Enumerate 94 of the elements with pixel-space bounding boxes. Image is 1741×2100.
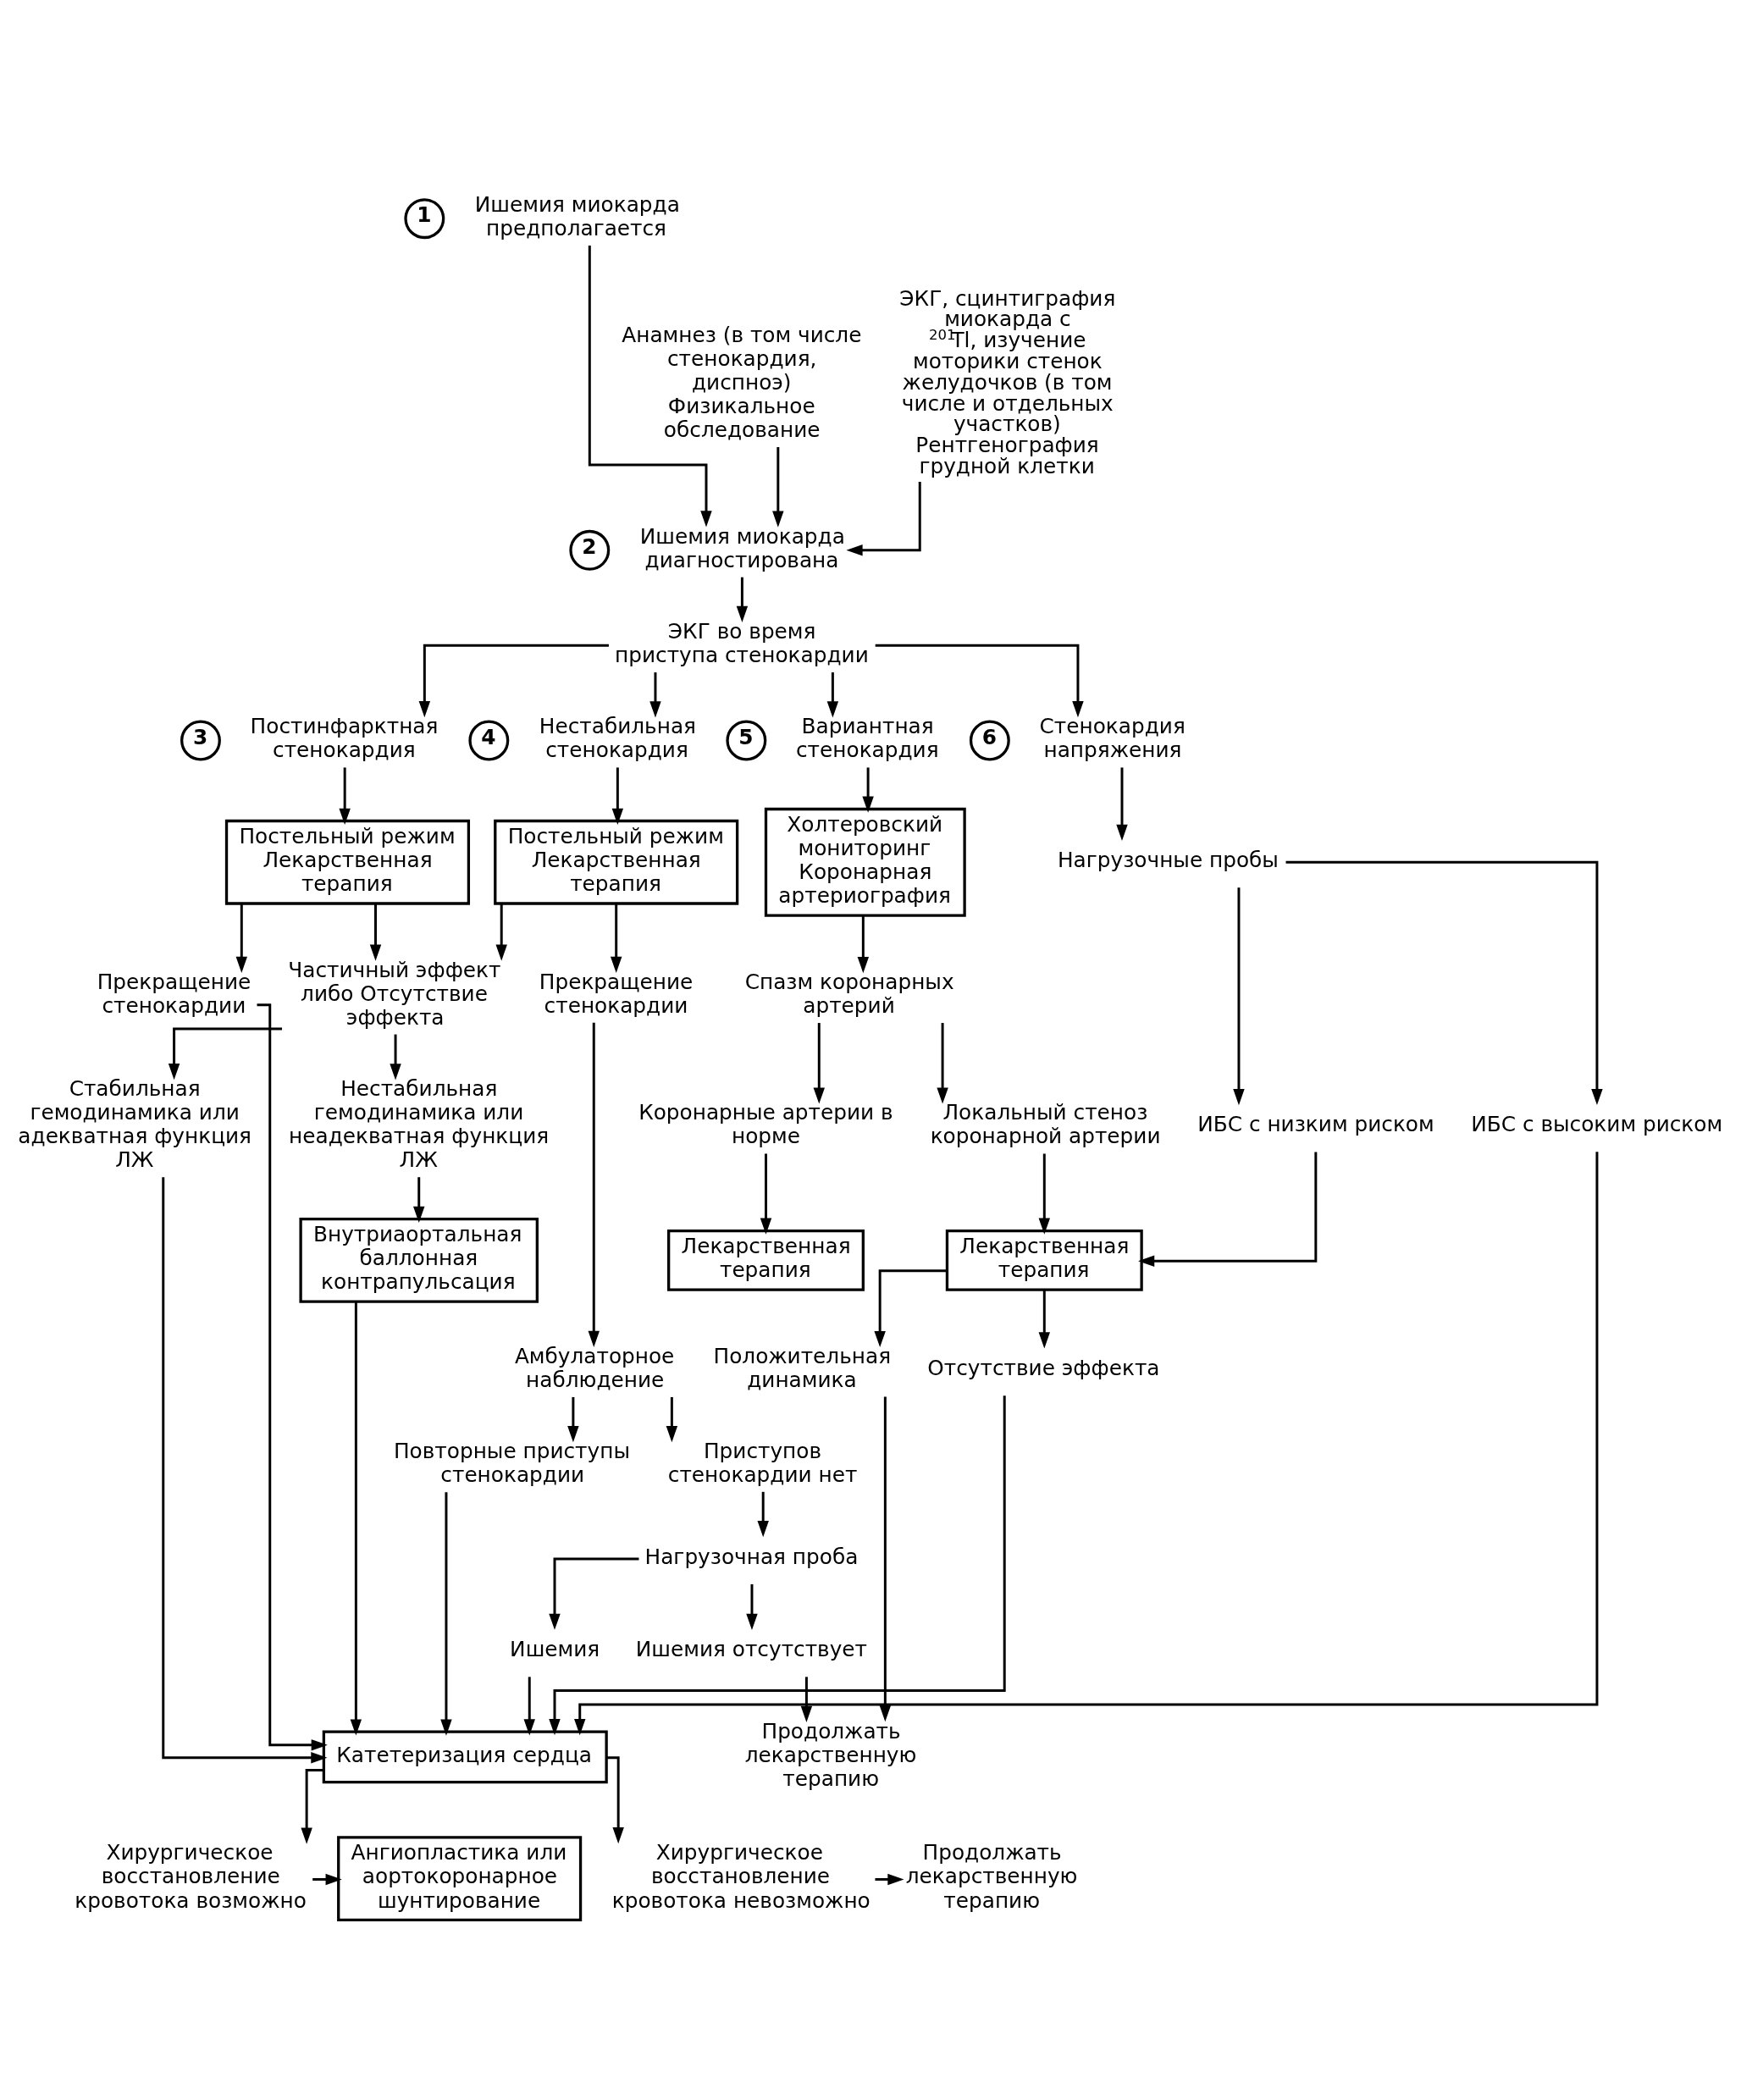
arrow <box>235 903 248 973</box>
arrow <box>523 1676 535 1735</box>
node-box: Холтеровский мониторинг Коронарная артериография <box>764 807 966 917</box>
arrow <box>413 1176 425 1223</box>
node-text: Стабильная гемодинамика или адекватная функция ЛЖ <box>18 1075 252 1172</box>
arrow <box>574 1151 1599 1735</box>
node-text: Локальный стеноз коронарной артерии <box>930 1099 1161 1148</box>
node-text: Нагрузочная проба <box>644 1544 859 1569</box>
arrow <box>588 1022 600 1347</box>
arrow <box>800 1676 813 1722</box>
arrow <box>937 1022 948 1104</box>
node-text: Прекращение стенокардии <box>97 969 251 1018</box>
arrow <box>862 766 874 813</box>
node-box: Ангиопластика или аортокоронарное шунтирование <box>337 1835 583 1921</box>
arrow <box>339 766 351 825</box>
node-circle: 4 <box>468 720 510 760</box>
arrow <box>162 1176 328 1763</box>
arrow <box>369 903 382 961</box>
arrow <box>846 481 921 556</box>
arrow <box>301 1768 324 1844</box>
arrow <box>257 1003 328 1751</box>
node-text: Продолжать лекарственную терапию <box>744 1718 917 1791</box>
node-text: Анамнез (в том числе стенокардия, диспноэ) Физикальное обследование <box>622 322 862 442</box>
arrow <box>649 671 661 717</box>
arrow <box>1038 1289 1050 1349</box>
node-text: Вариантная стенокардия <box>796 713 939 762</box>
arrow <box>826 671 839 717</box>
node-box: Постельный режим Лекарственная терапия <box>494 819 739 905</box>
node-circle: 3 <box>180 720 221 760</box>
arrow <box>757 1491 769 1537</box>
node-box: Катетеризация сердца <box>322 1730 608 1783</box>
arrow <box>1233 887 1245 1105</box>
arrow <box>418 644 609 717</box>
node-text: ЭКГ, сцинтиграфия миокарда с $^{201}$Tl, изучение моторики стенок желудочков (в том числе и отдельных участков) Рентгенография грудной клетки <box>899 285 1116 478</box>
arrow <box>390 1034 401 1080</box>
node-text: Приступов стенокардии нет <box>667 1438 858 1487</box>
arrow <box>549 1557 639 1630</box>
arrow <box>874 1268 948 1347</box>
node-text: Положительная динамика <box>713 1343 892 1392</box>
arrow <box>746 1583 758 1630</box>
node-circle: 6 <box>969 720 1010 760</box>
arrow <box>1138 1151 1318 1267</box>
arrow <box>857 915 870 973</box>
node-text: Ишемия миокарда диагностирована <box>639 523 845 572</box>
node-circle: 1 <box>404 197 445 239</box>
node-text: Хирургическое восстановление кровотока невозможно <box>611 1839 870 1913</box>
arrow <box>350 1301 362 1736</box>
node-text: Ишемия отсутствует <box>635 1636 868 1661</box>
node-box: Лекарственная терапия <box>945 1229 1143 1291</box>
node-text: Нагрузочные пробы <box>1057 847 1279 872</box>
node-text: Прекращение стенокардии <box>539 969 694 1018</box>
arrow <box>879 1395 892 1721</box>
node-box: Внутриаортальная баллонная контрапульсация <box>299 1217 539 1303</box>
node-text: Отсутствие эффекта <box>927 1355 1160 1380</box>
arrow <box>312 1873 342 1885</box>
arrow <box>495 903 507 961</box>
node-text: Амбулаторное наблюдение <box>514 1343 675 1392</box>
arrow <box>567 1396 579 1442</box>
node-text: ЭКГ во время приступа стенокардии <box>615 618 869 667</box>
node-text: ИБС с высоким риском <box>1471 1111 1723 1136</box>
node-text: Спазм коронарных артерий <box>744 969 954 1018</box>
node-text: Ишемия миокарда предполагается <box>474 191 680 240</box>
arrow <box>875 1873 904 1885</box>
arrow <box>772 446 784 528</box>
arrow <box>549 1395 1006 1735</box>
node-text: Ишемия <box>510 1636 600 1661</box>
arrow <box>440 1491 452 1736</box>
node-box: Постельный режим Лекарственная терапия <box>224 819 471 905</box>
node-text: Коронарные артерии в норме <box>638 1099 893 1148</box>
node-text: Стенокардия напряжения <box>1039 713 1186 762</box>
arrow <box>1285 860 1603 1105</box>
node-text: Нестабильная гемодинамика или неадекватная функция ЛЖ <box>289 1075 550 1172</box>
node-text: Хирургическое восстановление кровотока возможно <box>75 1839 307 1913</box>
arrow <box>813 1022 825 1104</box>
arrow <box>606 1755 624 1843</box>
arrow <box>168 1026 283 1080</box>
arrow <box>760 1153 772 1235</box>
arrow <box>1116 766 1128 841</box>
node-text: Продолжать лекарственную терапию <box>905 1839 1078 1913</box>
arrow <box>1038 1153 1050 1235</box>
node-text: Частичный эффект либо Отсутствие эффекта <box>288 957 501 1030</box>
arrow <box>588 245 712 527</box>
node-circle: 5 <box>726 720 767 760</box>
node-text: Постинфарктная стенокардия <box>250 713 439 762</box>
node-text: ИБС с низким риском <box>1197 1111 1434 1136</box>
arrow <box>875 644 1084 717</box>
arrow <box>611 766 624 825</box>
arrow <box>610 903 622 973</box>
node-text: Повторные приступы стенокардии <box>393 1438 630 1487</box>
node-text: Нестабильная стенокардия <box>539 713 696 762</box>
node-box: Лекарственная терапия <box>667 1229 865 1291</box>
arrow <box>736 577 749 622</box>
node-circle: 2 <box>569 529 611 571</box>
arrow <box>666 1396 678 1442</box>
